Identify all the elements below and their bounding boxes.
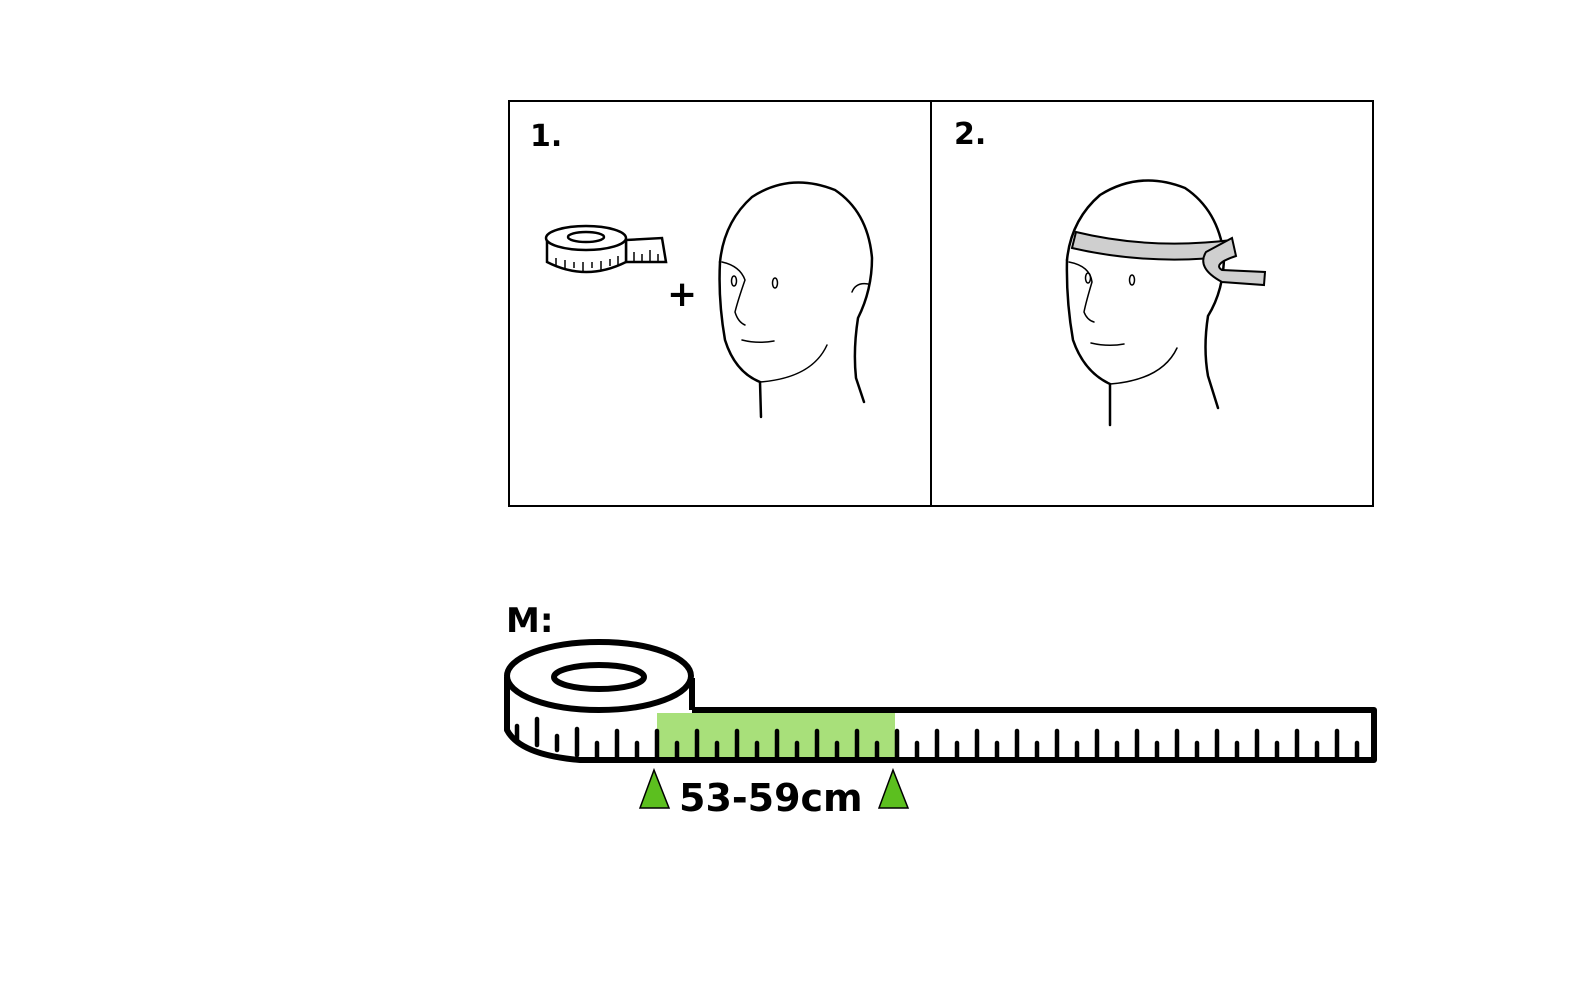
tape-outline — [504, 677, 1377, 763]
panels-frame — [508, 100, 1374, 507]
measuring-band-on-head — [1070, 230, 1267, 287]
plus-sign: + — [667, 274, 697, 315]
range-start-marker — [638, 767, 671, 809]
head-illustration-step-2 — [1065, 179, 1226, 427]
tape-ticks — [514, 716, 1360, 760]
step-1-number: 1. — [530, 119, 562, 154]
range-end-marker — [877, 767, 910, 809]
size-range-text: 53-59cm — [679, 776, 863, 820]
head-illustration-step-1 — [718, 181, 874, 419]
tape-roll-hole — [551, 662, 647, 692]
step-2-number: 2. — [954, 117, 986, 152]
size-label: M: — [506, 601, 553, 641]
tape-measure-icon — [544, 224, 668, 274]
instruction-panels: 1. 2. — [508, 100, 1374, 507]
size-tape-measure: 53-59cm — [504, 639, 1377, 820]
